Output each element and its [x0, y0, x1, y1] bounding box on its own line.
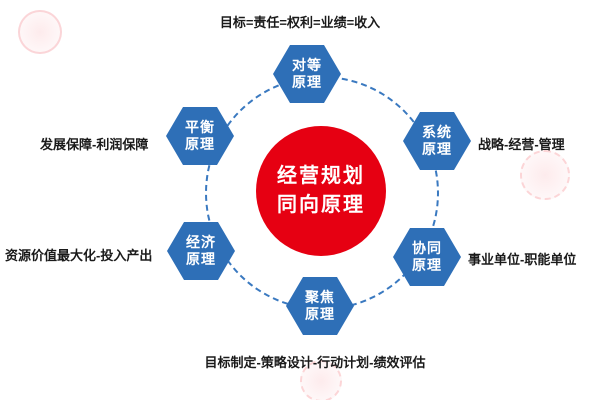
annotation-bottom: 目标制定-策略设计-行动计划-绩效评估 [204, 355, 426, 370]
node-label: 原理 [186, 251, 216, 267]
node-label: 聚焦 [305, 289, 335, 306]
center-principle-circle: 经营规划 同向原理 [256, 126, 386, 256]
node-system-principle: 系统 原理 [403, 112, 471, 170]
annotation-left-top: 发展保障-利润保障 [40, 137, 149, 152]
node-label: 原理 [412, 257, 442, 273]
watermark-stamp [520, 150, 570, 200]
annotation-left-bottom: 资源价值最大化-投入产出 [5, 248, 153, 263]
watermark-stamp [300, 360, 342, 400]
node-label: 原理 [185, 136, 215, 152]
node-focus-principle: 聚焦 原理 [286, 277, 354, 335]
node-label: 原理 [305, 306, 335, 322]
node-label: 原理 [292, 74, 322, 90]
node-label: 系统 [422, 124, 452, 141]
annotation-right-top: 战略-经营-管理 [478, 137, 565, 152]
node-synergy-principle: 协同 原理 [393, 228, 461, 286]
center-title-line1: 经营规划 [277, 165, 365, 187]
watermark-stamp [18, 10, 62, 54]
node-label: 原理 [422, 141, 452, 157]
annotation-top: 目标=责任=权利=业绩=收入 [219, 15, 381, 30]
node-label: 对等 [292, 57, 322, 74]
annotation-right-bottom: 事业单位-职能单位 [468, 252, 577, 267]
node-label: 经济 [186, 234, 216, 251]
node-label: 协同 [412, 240, 442, 257]
node-label: 平衡 [185, 119, 215, 136]
center-title-line2: 同向原理 [277, 194, 365, 216]
node-equivalence-principle: 对等 原理 [273, 45, 341, 103]
